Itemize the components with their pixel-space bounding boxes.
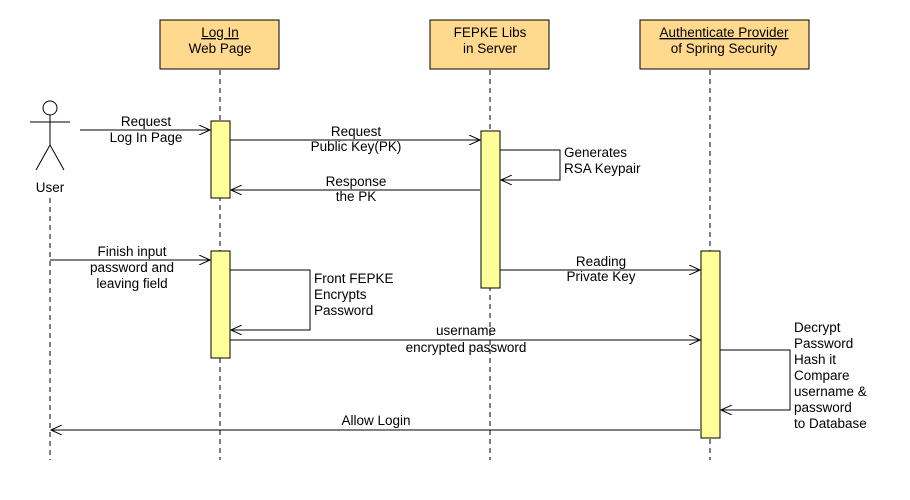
msg-label: password (794, 400, 852, 415)
participant-auth: Authenticate Provider of Spring Security (639, 19, 810, 70)
login-activation-1 (210, 120, 231, 199)
msg-label: Front FEPKE (314, 271, 394, 286)
msg-label: Decrypt (794, 320, 841, 335)
msg-front-fepke-encrypts (230, 269, 311, 330)
msg-label: Response (326, 174, 387, 189)
msg-label: Private Key (566, 269, 635, 284)
msg-label: Compare (794, 368, 850, 383)
user-label: User (36, 180, 65, 195)
participant-login-line1: Log In (201, 25, 239, 40)
participant-auth-line1: Authenticate Provider (659, 25, 789, 40)
msg-label: Encrypts (314, 287, 367, 302)
user-actor-icon (30, 100, 70, 171)
msg-label: encrypted password (406, 340, 527, 355)
msg-decrypt-compare (720, 349, 791, 410)
login-activation-2 (210, 250, 231, 359)
msg-label: Password (314, 303, 373, 318)
msg-label: Log In Page (110, 130, 183, 145)
msg-label: the PK (336, 189, 377, 204)
msg-label: Allow Login (341, 413, 410, 428)
msg-label: leaving field (96, 276, 167, 291)
msg-label: Generates (564, 145, 627, 160)
participant-fepke-line1: FEPKE Libs (454, 25, 527, 40)
msg-label: Password (794, 336, 853, 351)
msg-label: Request (331, 124, 382, 139)
participant-fepke: FEPKE Libs in Server (429, 19, 550, 70)
msg-label: Request (121, 114, 172, 129)
msg-generates-rsa-keypair (500, 149, 561, 180)
msg-label: to Database (794, 416, 867, 431)
msg-label: Reading (576, 254, 626, 269)
msg-label: Hash it (794, 352, 836, 367)
msg-label: Finish input (97, 244, 166, 259)
msg-label: password and (90, 260, 174, 275)
participant-login-line2: Web Page (189, 41, 252, 56)
fepke-activation (480, 130, 501, 289)
auth-activation (700, 250, 721, 439)
msg-label: Public Key(PK) (311, 139, 402, 154)
participant-login: Log In Web Page (159, 19, 280, 70)
msg-label: RSA Keypair (564, 161, 641, 176)
msg-label: username & (794, 384, 867, 399)
participant-auth-line2: of Spring Security (671, 41, 778, 56)
msg-label: username (436, 323, 496, 338)
participant-fepke-line2: in Server (463, 41, 518, 56)
